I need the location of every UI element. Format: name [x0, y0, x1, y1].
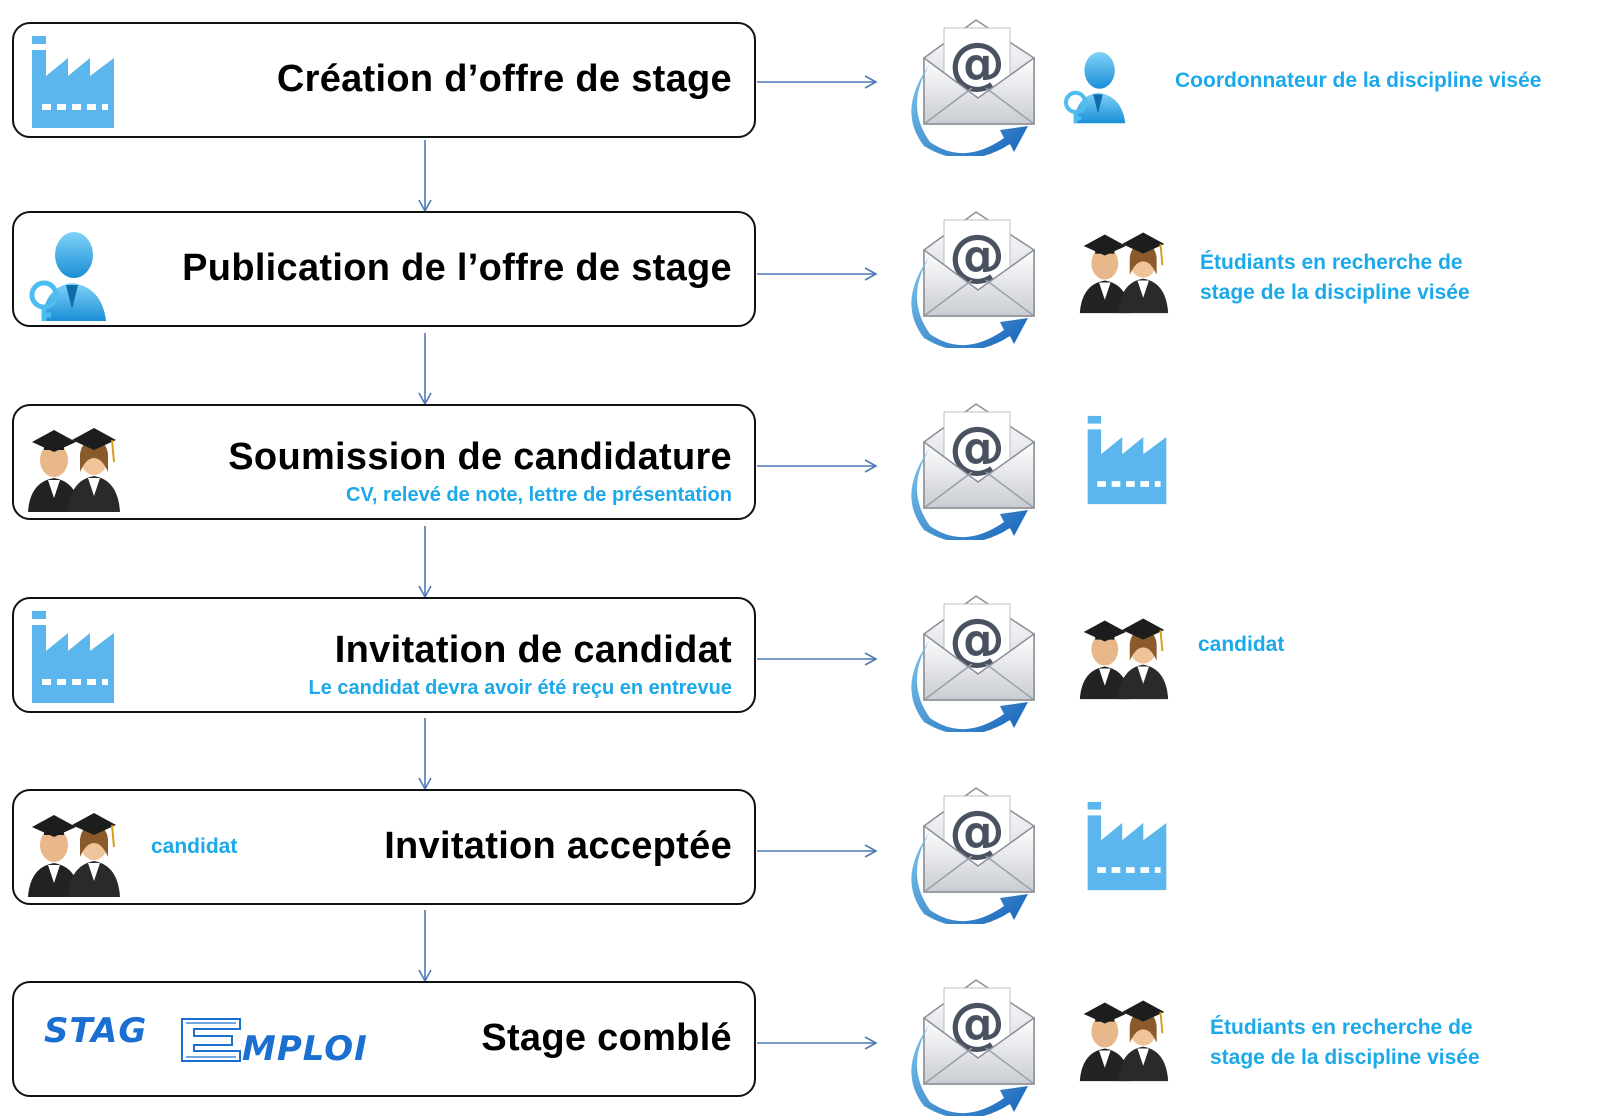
step-title: Invitation de candidat [334, 629, 732, 671]
recipient-label: Coordonnateur de la discipline visée [1175, 69, 1542, 92]
step-title: Soumission de candidature [228, 436, 732, 478]
students-icon [28, 428, 120, 512]
step-invitation-acceptee: candidat Invitation acceptée [12, 789, 756, 905]
recipient-label: Étudiants en recherche de stage de la di… [1210, 1013, 1480, 1073]
recipient-label: Étudiants en recherche de stage de la di… [1200, 248, 1470, 308]
recipient-label-line: Étudiants en recherche de [1200, 251, 1463, 274]
email-icon: @ [911, 403, 1035, 540]
students-icon [28, 813, 120, 897]
step-publication-offre: Publication de l’offre de stage [12, 211, 756, 327]
coordinator-icon [29, 232, 106, 321]
step-title: Création d’offre de stage [276, 58, 732, 100]
factory-icon [1087, 801, 1167, 891]
step-title: Publication de l’offre de stage [182, 247, 732, 289]
factory-icon [32, 611, 114, 703]
step-stage-comble: STAG MPLOI Stage comblé [12, 981, 756, 1097]
students-icon [1079, 618, 1169, 700]
email-icon: @ [911, 979, 1035, 1116]
step-soumission-candidature: Soumission de candidature CV, relevé de … [12, 404, 756, 520]
email-icon: @ [911, 19, 1035, 156]
factory-icon [1087, 415, 1167, 505]
step-title: Invitation acceptée [384, 825, 732, 867]
recipient-label: candidat [1198, 633, 1285, 656]
logo-part-stag: STAG [44, 1011, 148, 1051]
logo-e-mark [181, 1018, 241, 1062]
email-icon: @ [911, 787, 1035, 924]
coordinator-icon [1064, 52, 1126, 124]
step-creation-offre: Création d’offre de stage [12, 22, 756, 138]
step-subtitle: Le candidat devra avoir été reçu en entr… [308, 677, 732, 699]
step-subtitle: CV, relevé de note, lettre de présentati… [345, 484, 732, 506]
email-icon: @ [911, 211, 1035, 348]
students-icon [1079, 232, 1169, 314]
actor-label: candidat [151, 835, 238, 858]
email-icon: @ [911, 595, 1035, 732]
recipient-label-line: stage de la discipline visée [1200, 281, 1470, 304]
step-title: Stage comblé [481, 1017, 732, 1059]
step-invitation-candidat: Invitation de candidat Le candidat devra… [12, 597, 756, 713]
factory-icon [32, 36, 114, 128]
stagemploi-logo: STAG MPLOI [44, 1011, 404, 1071]
recipient-label-line: stage de la discipline visée [1210, 1046, 1480, 1069]
recipient-label-line: Étudiants en recherche de [1210, 1016, 1473, 1039]
students-icon [1079, 1000, 1169, 1082]
logo-part-mploi: MPLOI [242, 1029, 368, 1069]
